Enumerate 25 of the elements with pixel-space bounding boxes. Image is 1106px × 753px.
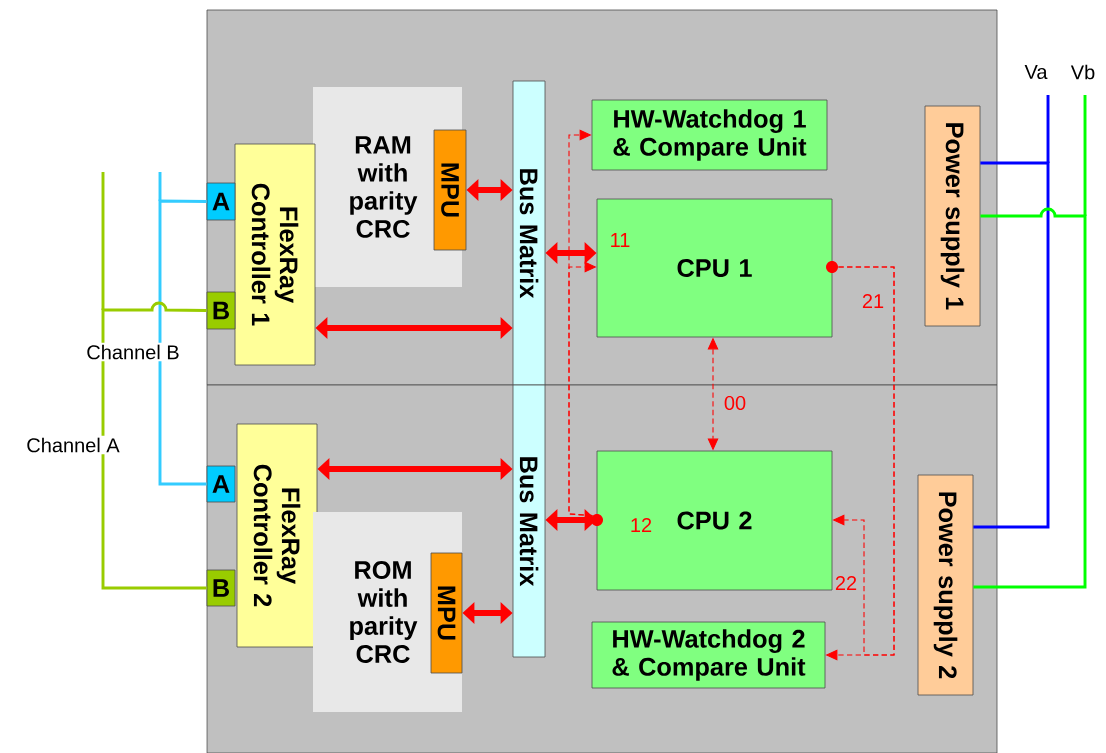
bus-line (101, 301, 207, 590)
channel-label: Channel A (24, 435, 122, 455)
bus-matrix-bar: Bus Matrix (512, 384, 546, 658)
supply-label: Vb (1068, 62, 1098, 82)
port-box: B (206, 291, 236, 330)
bus-line (973, 161, 1050, 529)
bus-line (158, 199, 207, 486)
watchdog-box: HW-Watchdog 2 & Compare Unit (591, 621, 826, 689)
port-box: A (206, 465, 236, 503)
controller-box: FlexRay Controller 2 (236, 423, 318, 648)
channel-label: Channel B (84, 342, 182, 362)
mpu-box: MPU (430, 552, 463, 674)
mpu-box: MPU (433, 129, 467, 251)
bus-line (973, 207, 1087, 589)
signal-number: 21 (859, 292, 887, 310)
watchdog-box: HW-Watchdog 1 & Compare Unit (591, 99, 828, 171)
port-box: B (206, 569, 236, 607)
controller-box: FlexRay Controller 1 (234, 143, 316, 366)
power-supply-box: Power supply 1 (924, 105, 981, 327)
supply-label: Va (1022, 63, 1050, 81)
signal-arrow (568, 129, 594, 516)
bus-matrix-bar: Bus Matrix (512, 80, 546, 386)
power-supply-box: Power supply 2 (917, 474, 974, 696)
signal-number: 12 (627, 516, 655, 534)
port-box: A (206, 182, 236, 221)
